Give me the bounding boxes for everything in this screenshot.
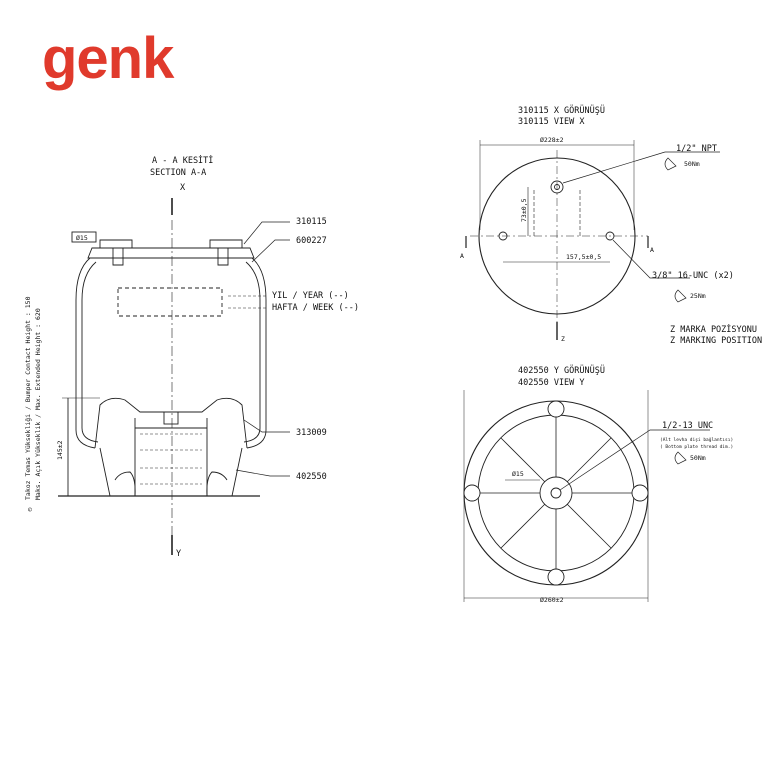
dim-157-label: 157,5±0,5 <box>566 253 601 261</box>
note-en: ( Bottom plate thread dim.) <box>660 444 733 450</box>
unc-y-label: 1/2-13 UNC <box>662 421 713 431</box>
piston-bolt <box>163 411 179 425</box>
dim-box-top <box>71 231 97 243</box>
top-studs <box>112 248 229 266</box>
view-y-diameter: Ø260±2 <box>540 596 564 604</box>
marking-en: Z MARKING POSITION <box>670 336 762 346</box>
bellows-right-outer <box>246 257 267 449</box>
piston-hatch <box>140 433 202 485</box>
piston-pockets <box>114 471 228 497</box>
mark-a-right: A <box>650 246 654 254</box>
npt-port <box>550 180 564 194</box>
dim-top-label: Ø15 <box>76 234 88 242</box>
view-x-hidden-lines <box>533 190 581 236</box>
section-mark-x: X <box>180 183 186 193</box>
torque-y-label: 50Nm <box>690 454 706 462</box>
view-y: 402550 Y GÖRÜNÜŞÜ 402550 VIEW Y Ø260±2 Ø… <box>463 365 733 604</box>
leader-unc-y <box>559 429 710 491</box>
side-symbol: © <box>28 506 32 514</box>
mark-a-left: A <box>460 252 464 260</box>
view-x: 310115 X GÖRÜNÜŞÜ 310115 VIEW X Ø228±2 7… <box>460 105 762 346</box>
marking-tr: Z MARKA POZİSYONU <box>670 324 757 335</box>
pocket-left <box>463 484 481 502</box>
piston-thread <box>550 487 562 499</box>
leader-unc <box>612 239 690 279</box>
pocket-right <box>631 484 649 502</box>
label-313009: 313009 <box>296 428 327 438</box>
extended-height-note: Maks. Açık Yükseklik / Max. Extended Hei… <box>34 308 42 500</box>
leader-402550 <box>235 469 290 477</box>
view-x-title-tr: 310115 X GÖRÜNÜŞÜ <box>518 105 605 116</box>
section-title-en: SECTION A-A <box>150 168 206 178</box>
note-tr: (Alt levha dişi bağlantısı) <box>660 436 733 443</box>
top-bead-plate <box>87 247 255 259</box>
npt-port-inner <box>554 184 560 190</box>
bumper-height-note: Takoz Temas Yüksekliği / Bumper Contact … <box>24 296 32 500</box>
wrench-icon-2 <box>674 289 687 303</box>
npt-label: 1/2" NPT <box>676 144 717 154</box>
piston-ribs-diag <box>500 437 612 549</box>
genk-logo: genk <box>42 26 174 91</box>
torque-50-label: 50Nm <box>684 160 700 168</box>
bellows-left-outer <box>75 257 96 449</box>
view-y-title-en: 402550 VIEW Y <box>518 378 585 388</box>
torque-25-label: 25Nm <box>690 292 706 300</box>
section-a-a: A - A KESİTİ SECTION A-A X Ø15 <box>24 155 359 559</box>
mark-z: Z <box>561 335 565 343</box>
section-title-tr: A - A KESİTİ <box>152 155 213 166</box>
piston-top <box>94 397 248 449</box>
view-x-title-en: 310115 VIEW X <box>518 117 585 127</box>
wrench-icon <box>664 157 677 171</box>
unc-label: 3/8" 16-UNC (x2) <box>652 271 734 281</box>
label-year: YIL / YEAR (--) <box>272 291 349 301</box>
wrench-icon-3 <box>674 451 687 465</box>
pocket-top <box>547 400 565 418</box>
leader-600227 <box>251 239 290 263</box>
bellows-left-inner <box>81 261 99 443</box>
bellows-right-inner <box>243 261 261 443</box>
top-plate-ribs <box>99 239 243 248</box>
section-mark-y: Y <box>176 549 181 559</box>
label-402550: 402550 <box>296 472 327 482</box>
leader-310115 <box>243 221 290 245</box>
pocket-bottom <box>547 568 565 586</box>
marking-area <box>117 287 223 317</box>
leader-313009 <box>243 419 290 433</box>
leader-npt <box>562 151 720 184</box>
label-week: HAFTA / WEEK (--) <box>272 303 359 313</box>
stud-left <box>498 231 508 241</box>
label-600227: 600227 <box>296 236 327 246</box>
dim-height-label: 145±2 <box>56 440 64 460</box>
view-y-title-tr: 402550 Y GÖRÜNÜŞÜ <box>518 365 605 376</box>
piston-sides <box>99 447 243 497</box>
stud-right <box>605 231 615 241</box>
dim-73-label: 73±0,5 <box>520 198 528 222</box>
piston-ribs-main <box>478 415 634 571</box>
view-x-diameter: Ø228±2 <box>540 136 564 144</box>
label-310115: 310115 <box>296 217 327 227</box>
dim-15-label: Ø15 <box>512 470 524 478</box>
